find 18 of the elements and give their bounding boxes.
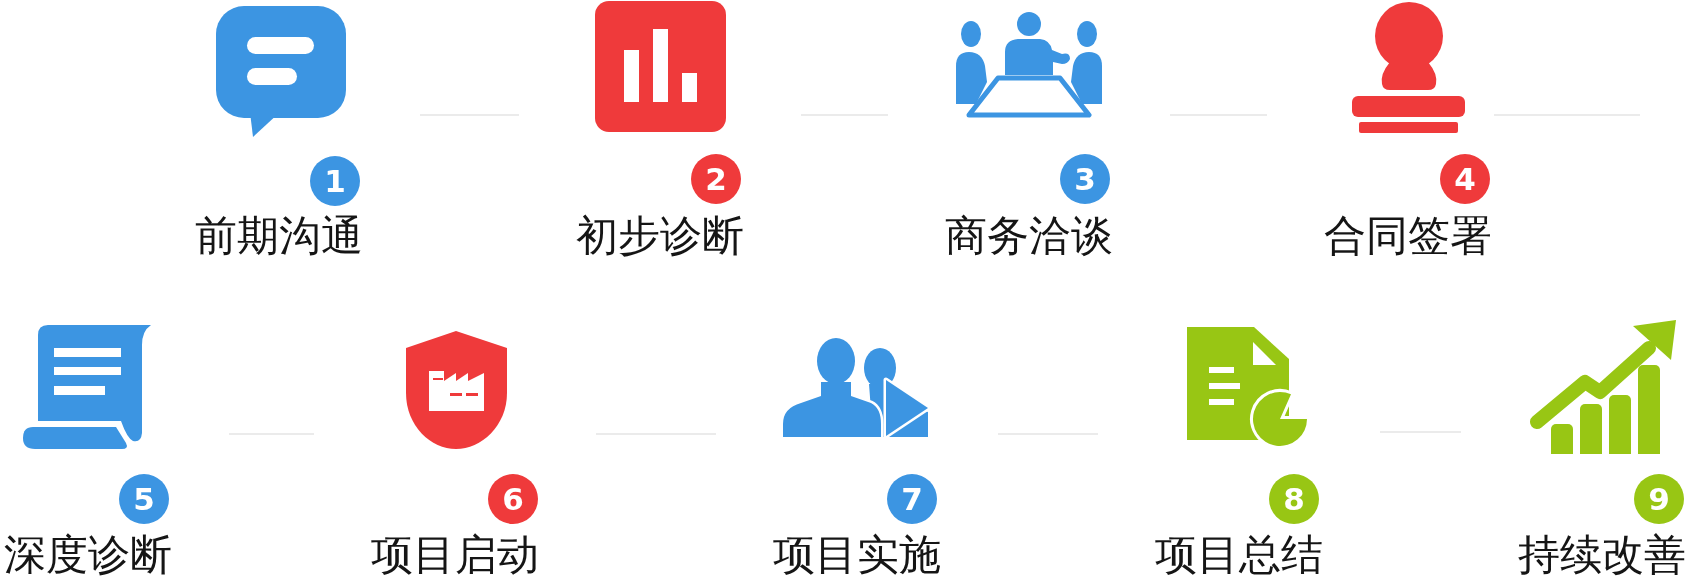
step-label: 初步诊断 [576, 214, 744, 258]
step-number: 8 [1269, 474, 1319, 524]
step-label: 项目总结 [1155, 533, 1323, 577]
step-number: 7 [887, 474, 937, 524]
step-label: 深度诊断 [4, 533, 172, 577]
step-number: 1 [310, 156, 360, 206]
step-label: 持续改善 [1518, 533, 1686, 577]
step-number: 3 [1060, 154, 1110, 204]
step-label: 前期沟通 [195, 214, 363, 258]
step-label: 项目启动 [371, 533, 539, 577]
step-number: 9 [1634, 474, 1684, 524]
step-label: 合同签署 [1324, 214, 1492, 258]
step-number: 2 [691, 154, 741, 204]
step-label: 商务洽谈 [945, 214, 1113, 258]
step-number: 6 [488, 474, 538, 524]
step-number: 5 [119, 474, 169, 524]
step-number: 4 [1440, 154, 1490, 204]
step-label: 项目实施 [773, 533, 941, 577]
